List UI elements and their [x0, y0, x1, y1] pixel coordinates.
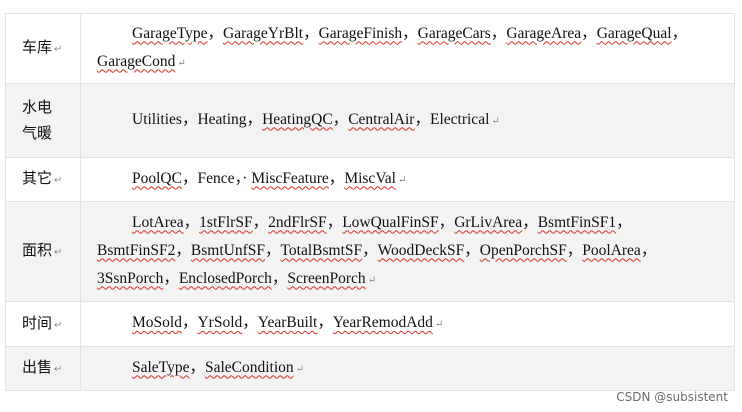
feature-term: Fence [197, 169, 235, 187]
feature-list: LotArea，1stFlrSF，2ndFlrSF，LowQualFinSF，G… [97, 213, 657, 287]
feature-term: MiscFeature [251, 169, 329, 187]
feature-term: ScreenPorch [287, 269, 366, 287]
feature-term: YrSold [197, 314, 243, 331]
category-label: 水电气暖 [22, 98, 53, 142]
table-row: 水电气暖 Utilities，Heating，HeatingQC，Central… [5, 83, 735, 158]
feature-term: GarageYrBlt [223, 24, 304, 42]
feature-list: GarageType，GarageYrBlt，GarageFinish，Gara… [97, 24, 688, 70]
paragraph-mark-icon: ↵ [177, 57, 186, 69]
feature-term: GrLivArea [454, 213, 523, 231]
feature-term: GarageType [132, 24, 208, 42]
feature-term: GarageCars [417, 24, 491, 42]
feature-term: 3SsnPorch [97, 269, 164, 287]
feature-term: PoolArea [582, 241, 641, 259]
feature-term: BsmtUnfSF [190, 241, 266, 259]
feature-list: SaleType，SaleCondition↵ [132, 358, 305, 376]
feature-term: TotalBsmtSF [280, 241, 363, 259]
feature-term: HeatingQC [262, 110, 333, 128]
feature-term: BsmtFinSF2 [97, 241, 176, 259]
feature-term: GarageArea [506, 24, 582, 42]
paragraph-mark-icon: ↵ [54, 44, 63, 55]
paragraph-mark-icon: ↵ [54, 175, 63, 186]
feature-term: PoolQC [132, 169, 182, 187]
category-cell: 车库↵ [5, 13, 81, 84]
feature-term: Heating [197, 110, 247, 128]
feature-term: GarageCond [97, 52, 176, 70]
table-row: 其它↵ PoolQC，Fence，· MiscFeature，MiscVal↵ [5, 157, 735, 202]
feature-term: SaleType [132, 358, 190, 376]
feature-term: YearBuilt [257, 314, 318, 331]
features-cell: SaleType，SaleCondition↵ [80, 346, 735, 391]
table-row: 面积↵ LotArea，1stFlrSF，2ndFlrSF，LowQualFin… [5, 201, 735, 302]
category-label: 面积 [22, 241, 53, 259]
feature-term: 2ndFlrSF [268, 213, 327, 231]
features-cell: PoolQC，Fence，· MiscFeature，MiscVal↵ [80, 157, 735, 202]
features-cell: Utilities，Heating，HeatingQC，CentralAir，E… [80, 83, 735, 158]
category-label: 时间 [22, 313, 53, 332]
feature-term: GarageQual [596, 24, 672, 42]
table-row: 时间↵ MoSold，YrSold，YearBuilt，YearRemodAdd… [5, 301, 735, 347]
feature-term: 1stFlrSF [199, 213, 253, 231]
features-cell: LotArea，1stFlrSF，2ndFlrSF，LowQualFinSF，G… [80, 201, 735, 302]
feature-category-table: 车库↵ GarageType，GarageYrBlt，GarageFinish，… [5, 13, 735, 391]
paragraph-mark-icon: ↵ [397, 174, 407, 186]
category-label: 车库 [22, 38, 53, 56]
feature-term: GarageFinish [318, 24, 403, 42]
table-row: 出售↵ SaleType，SaleCondition↵ [5, 346, 735, 391]
feature-term: EnclosedPorch [178, 269, 272, 287]
feature-term: WoodDeckSF [377, 241, 465, 259]
paragraph-mark-icon: ↵ [491, 115, 500, 127]
features-cell: MoSold，YrSold，YearBuilt，YearRemodAdd↵ [80, 301, 735, 347]
feature-term: BsmtFinSF1 [537, 213, 617, 231]
category-cell: 出售↵ [5, 346, 81, 391]
feature-term: LowQualFinSF [342, 213, 439, 231]
feature-term: CentralAir [348, 110, 415, 128]
paragraph-mark-icon: ↵ [434, 319, 444, 330]
feature-term: YearRemodAdd [332, 314, 433, 331]
watermark: CSDN @subsistent [616, 390, 728, 404]
feature-term: Electrical [430, 110, 490, 128]
category-cell: 面积↵ [5, 201, 81, 302]
feature-list: PoolQC，Fence，· MiscFeature，MiscVal↵ [132, 169, 407, 187]
category-cell: 水电气暖 [5, 83, 81, 158]
category-cell: 其它↵ [5, 157, 81, 202]
feature-term: LotArea [132, 213, 184, 231]
feature-term: OpenPorchSF [479, 241, 567, 259]
paragraph-mark-icon: ↵ [54, 247, 63, 258]
category-cell: 时间↵ [5, 301, 81, 347]
paragraph-mark-icon: ↵ [295, 363, 305, 375]
feature-list: Utilities，Heating，HeatingQC，CentralAir，E… [132, 110, 500, 128]
feature-term: SaleCondition [204, 358, 294, 376]
feature-term: Utilities [132, 110, 182, 128]
feature-term: MoSold [132, 314, 182, 331]
paragraph-mark-icon: ↵ [367, 274, 377, 286]
paragraph-mark-icon: ↵ [54, 364, 63, 375]
paragraph-mark-icon: ↵ [54, 319, 63, 331]
category-label: 其它 [22, 169, 53, 187]
category-label: 出售 [22, 358, 53, 376]
table-row: 车库↵ GarageType，GarageYrBlt，GarageFinish，… [5, 13, 735, 84]
feature-list: MoSold，YrSold，YearBuilt，YearRemodAdd↵ [132, 314, 444, 331]
features-cell: GarageType，GarageYrBlt，GarageFinish，Gara… [80, 13, 735, 84]
feature-term: MiscVal [344, 169, 396, 187]
